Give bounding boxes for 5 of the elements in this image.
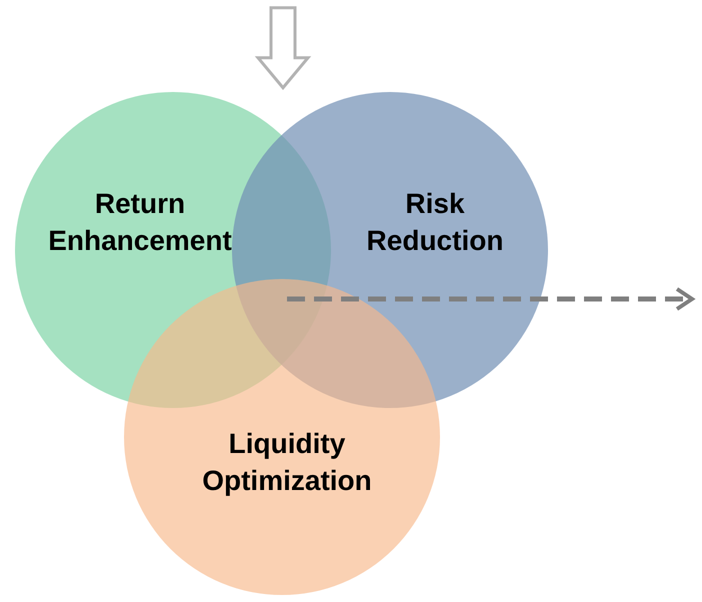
circle-label: Return Enhancement bbox=[47, 187, 233, 258]
arrow bbox=[254, 6, 312, 90]
circle-label: Liquidity Optimization bbox=[201, 427, 373, 498]
arrow bbox=[287, 287, 694, 311]
circle-label: Risk Reduction bbox=[366, 187, 504, 258]
